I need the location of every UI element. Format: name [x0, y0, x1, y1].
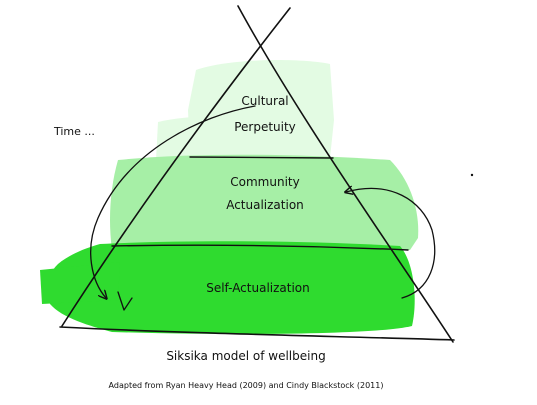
divider-top [189, 156, 334, 159]
triangle-outline [59, 5, 455, 343]
arrow-up-right [346, 188, 436, 299]
layer-labels: Cultural Perpetuity Community Actualizat… [206, 94, 310, 295]
time-label: Time ... [53, 125, 95, 138]
layer-top-label-line-2: Perpetuity [234, 120, 296, 134]
divider-middle [111, 244, 409, 251]
band-middle [110, 154, 419, 250]
cycle-arrows [90, 105, 436, 311]
stray-dot [470, 173, 474, 177]
band-middle-extra [198, 164, 260, 178]
layer-top-label-line-1: Cultural [241, 94, 288, 108]
color-bands [40, 60, 419, 334]
diagram-credit: Adapted from Ryan Heavy Head (2009) and … [109, 381, 384, 390]
diagram-caption: Siksika model of wellbeing [166, 349, 325, 363]
band-top-extra [156, 116, 248, 160]
band-bottom [46, 241, 415, 334]
layer-middle-label-line-1: Community [230, 175, 299, 189]
arrow-down-left-head [117, 291, 133, 311]
triangle-base [59, 326, 455, 341]
layer-bottom-label: Self-Actualization [206, 281, 310, 295]
triangle-left-edge [61, 7, 291, 327]
arrow-down-left [90, 105, 256, 298]
layer-middle-label-line-2: Actualization [226, 198, 304, 212]
